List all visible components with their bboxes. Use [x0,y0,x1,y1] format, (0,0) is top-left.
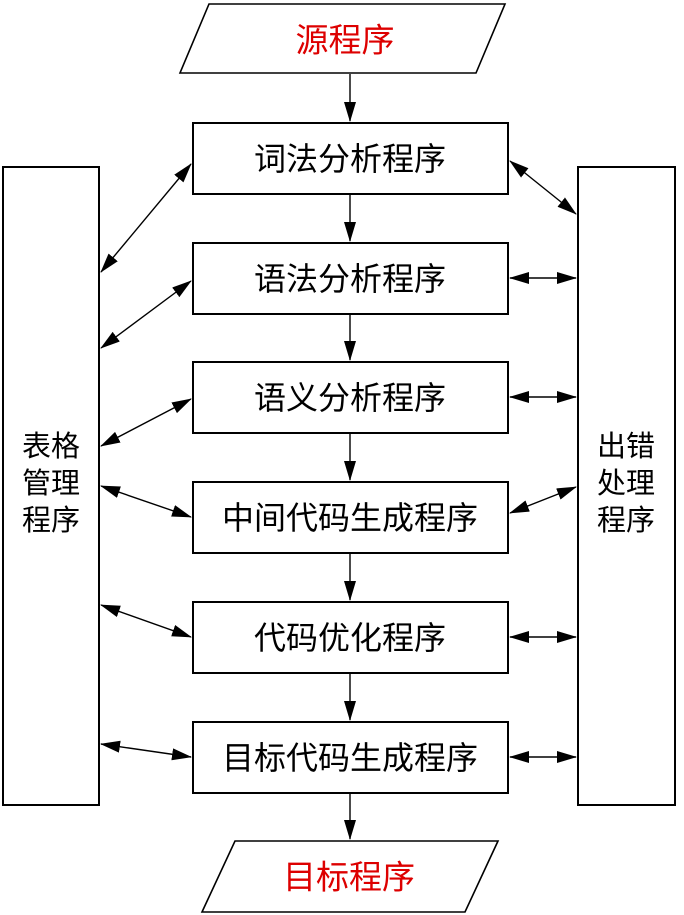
syntax-analyzer-box [192,242,509,315]
table-management-arrows [100,163,192,761]
semantic-analyzer-box [192,361,509,434]
error-handling-line-3: 程序 [597,503,655,537]
table-management-line-3: 程序 [22,503,80,537]
table-management-line-1: 表格 [22,429,80,463]
stage-target-code-generator: 目标代码生成程序 [192,721,509,794]
target-parallelogram [200,840,500,913]
error-handling-line-1: 出错 [597,429,655,463]
error-handling-line-2: 处理 [597,466,655,500]
arrow-table-semantic [100,398,192,447]
code-optimizer-label: 代码优化程序 [254,619,446,657]
arrow-table-optimizer [100,604,192,638]
error-handling-panel: 出错 处理 程序 [577,166,676,806]
arrow-table-intermediate [100,485,192,518]
intermediate-code-generator-box [192,481,509,554]
arrow-lexical-error [509,160,577,215]
intermediate-code-generator-label: 中间代码生成程序 [222,499,478,537]
stage-semantic-analyzer: 语义分析程序 [192,361,509,434]
error-handling-arrows [509,160,577,763]
target-program-label: 目标程序 [283,858,415,897]
stage-intermediate-code-generator: 中间代码生成程序 [192,481,509,554]
source-program-label: 源程序 [296,21,395,60]
target-code-generator-box [192,721,509,794]
source-parallelogram [178,3,507,74]
stage-lexical-analyzer: 词法分析程序 [192,122,509,195]
target-program-terminal: 目标程序 [200,840,500,913]
table-management-box [2,166,100,806]
source-program-terminal: 源程序 [178,3,507,74]
syntax-analyzer-label: 语法分析程序 [254,260,446,298]
table-management-line-2: 管理 [22,466,80,500]
table-management-panel: 表格 管理 程序 [2,166,100,806]
target-code-generator-label: 目标代码生成程序 [222,739,478,777]
arrow-table-lexical [100,163,192,273]
stage-code-optimizer: 代码优化程序 [192,601,509,674]
arrow-intermediate-error [509,486,577,514]
lexical-analyzer-box [192,122,509,195]
code-optimizer-box [192,601,509,674]
arrow-table-target-gen [100,740,192,761]
arrow-table-syntax [100,280,192,349]
stage-syntax-analyzer: 语法分析程序 [192,242,509,315]
error-handling-box [577,166,676,806]
lexical-analyzer-label: 词法分析程序 [254,140,446,178]
semantic-analyzer-label: 语义分析程序 [254,379,446,417]
